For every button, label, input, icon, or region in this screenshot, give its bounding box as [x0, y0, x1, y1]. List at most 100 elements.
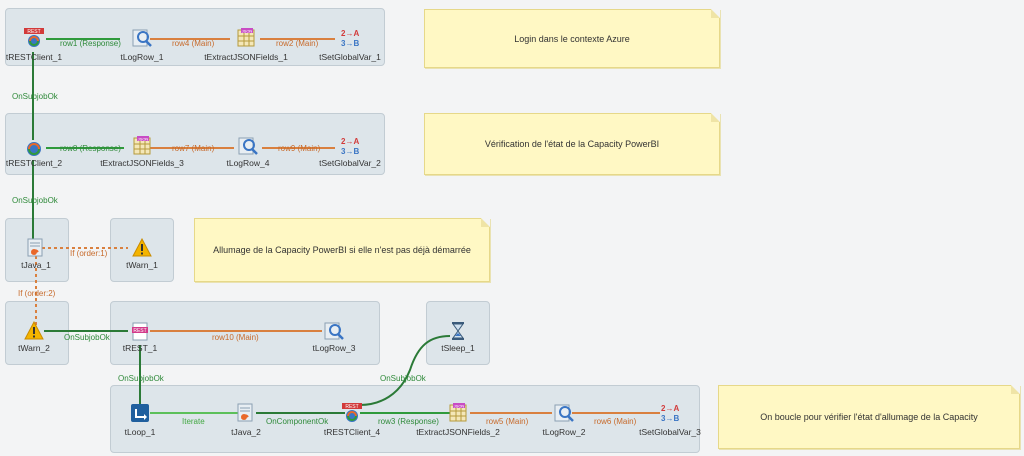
flow-label-row4[interactable]: row4 (Main) [172, 39, 215, 48]
flow-label-onsubjobok-3[interactable]: OnSubjobOk [64, 333, 110, 342]
svg-text:2→A: 2→A [341, 29, 359, 38]
flow-label-iterate[interactable]: Iterate [182, 417, 205, 426]
note-login[interactable]: Login dans le contexte Azure [424, 9, 720, 68]
svg-text:3→B: 3→B [661, 414, 679, 423]
component-trest-1[interactable]: REST [130, 321, 150, 341]
component-textractjsonfields-2[interactable]: JSON [448, 403, 468, 423]
component-tsetglobalvar-3[interactable]: 2→A 3→B [660, 403, 680, 423]
label-tlogrow-1: tLogRow_1 [120, 52, 164, 62]
label-trest-1: tREST_1 [122, 343, 158, 353]
svg-text:2→A: 2→A [661, 404, 679, 413]
subjob-loop[interactable] [110, 385, 700, 453]
svg-text:REST: REST [133, 328, 146, 334]
flow-label-if-order-1[interactable]: If (order:1) [70, 249, 108, 258]
flow-label-row6[interactable]: row6 (Main) [594, 417, 637, 426]
label-tjava-2: tJava_2 [231, 427, 261, 437]
rest-client-icon: REST [342, 403, 362, 422]
label-trestclient-4: tRESTClient_4 [323, 427, 381, 437]
component-twarn-2[interactable] [24, 321, 44, 341]
component-tloop-1[interactable] [130, 403, 150, 423]
label-tsleep-1: tSleep_1 [441, 343, 475, 353]
flow-label-row2[interactable]: row2 (Main) [276, 39, 319, 48]
flow-label-onsubjobok-5[interactable]: OnSubjobOk [380, 374, 426, 383]
flow-label-onsubjobok-4[interactable]: OnSubjobOk [118, 374, 164, 383]
label-tlogrow-4: tLogRow_4 [226, 158, 270, 168]
note-loop-text: On boucle pour vérifier l'état d'allumag… [760, 412, 978, 422]
label-tloop-1: tLoop_1 [124, 427, 156, 437]
note-loop[interactable]: On boucle pour vérifier l'état d'allumag… [718, 385, 1020, 449]
flow-label-onsubjobok-2[interactable]: OnSubjobOk [12, 196, 58, 205]
log-row-icon [132, 29, 152, 47]
component-twarn-1[interactable] [132, 238, 152, 258]
component-tlogrow-1[interactable] [132, 28, 152, 48]
subjob-login[interactable] [5, 8, 385, 66]
flow-label-row9[interactable]: row9 (Main) [278, 144, 321, 153]
label-tlogrow-3: tLogRow_3 [312, 343, 356, 353]
trigger-onsubjobok-5 [359, 335, 451, 406]
label-trestclient-1: tRESTClient_1 [5, 52, 63, 62]
svg-text:JSON: JSON [242, 28, 253, 33]
flow-label-row8[interactable]: row8 (Response) [60, 144, 121, 153]
log-row-icon [554, 404, 574, 422]
flow-label-row1[interactable]: row1 (Response) [60, 39, 121, 48]
flow-label-row3[interactable]: row3 (Response) [378, 417, 439, 426]
component-tlogrow-3[interactable] [324, 321, 344, 341]
java-icon [27, 238, 43, 257]
hourglass-icon [452, 322, 464, 340]
svg-text:2→A: 2→A [341, 137, 359, 146]
component-textractjsonfields-1[interactable]: JSON [236, 28, 256, 48]
label-twarn-1: tWarn_1 [126, 260, 158, 270]
flow-label-onsubjobok-1[interactable]: OnSubjobOk [12, 92, 58, 101]
label-tjava-1: tJava_1 [21, 260, 51, 270]
svg-text:REST: REST [27, 29, 40, 35]
note-start-capacity[interactable]: Allumage de la Capacity PowerBI si elle … [194, 218, 490, 282]
label-trestclient-2: tRESTClient_2 [5, 158, 63, 168]
warning-icon [132, 238, 152, 257]
note-start-capacity-text: Allumage de la Capacity PowerBI si elle … [213, 245, 471, 255]
label-tlogrow-2: tLogRow_2 [542, 427, 586, 437]
component-tsetglobalvar-2[interactable]: 2→A 3→B [340, 136, 360, 156]
svg-text:JSON: JSON [138, 136, 149, 141]
log-row-icon [238, 137, 258, 155]
flow-label-row10[interactable]: row10 (Main) [212, 333, 259, 342]
component-trestclient-1[interactable]: REST [24, 28, 44, 48]
flow-label-row7[interactable]: row7 (Main) [172, 144, 215, 153]
note-login-text: Login dans le contexte Azure [514, 33, 630, 44]
rest-client-icon [27, 142, 41, 156]
extract-json-icon: JSON [237, 28, 255, 47]
svg-text:REST: REST [345, 404, 358, 410]
rest-icon: REST [132, 322, 148, 341]
rest-client-icon: REST [24, 28, 44, 47]
java-icon [237, 403, 253, 422]
flow-label-if-order-2[interactable]: If (order:2) [18, 289, 56, 298]
set-global-var-icon: 2→A 3→B [661, 404, 679, 423]
note-check-capacity-text: Vérification de l'état de la Capacity Po… [484, 139, 660, 149]
component-tlogrow-2[interactable] [554, 403, 574, 423]
component-tjava-1[interactable] [26, 238, 46, 258]
component-textractjsonfields-3[interactable]: JSON [132, 136, 152, 156]
set-global-var-icon: 2→A 3→B [341, 137, 359, 156]
set-global-var-icon: 2→A 3→B [341, 29, 359, 48]
log-row-icon [324, 322, 344, 340]
label-textractjsonfields-3: tExtractJSONFields_3 [100, 158, 184, 168]
svg-text:3→B: 3→B [341, 39, 359, 48]
flow-label-row5[interactable]: row5 (Main) [486, 417, 529, 426]
component-tsleep-1[interactable] [448, 321, 468, 341]
component-trestclient-2[interactable] [24, 138, 44, 158]
subjob-check-capacity[interactable] [5, 113, 385, 175]
component-tjava-2[interactable] [236, 403, 256, 423]
extract-json-icon: JSON [133, 136, 151, 155]
label-twarn-2: tWarn_2 [18, 343, 50, 353]
label-tsetglobalvar-3: tSetGlobalVar_3 [639, 427, 701, 437]
flow-label-oncomponentok[interactable]: OnComponentOk [266, 417, 329, 426]
loop-icon [131, 404, 149, 422]
svg-text:3→B: 3→B [341, 147, 359, 156]
component-tlogrow-4[interactable] [238, 136, 258, 156]
label-textractjsonfields-1: tExtractJSONFields_1 [204, 52, 288, 62]
component-tsetglobalvar-1[interactable]: 2→A 3→B [340, 28, 360, 48]
warning-icon [24, 321, 44, 340]
component-trestclient-4[interactable]: REST [342, 403, 362, 423]
note-check-capacity[interactable]: Vérification de l'état de la Capacity Po… [424, 113, 720, 175]
